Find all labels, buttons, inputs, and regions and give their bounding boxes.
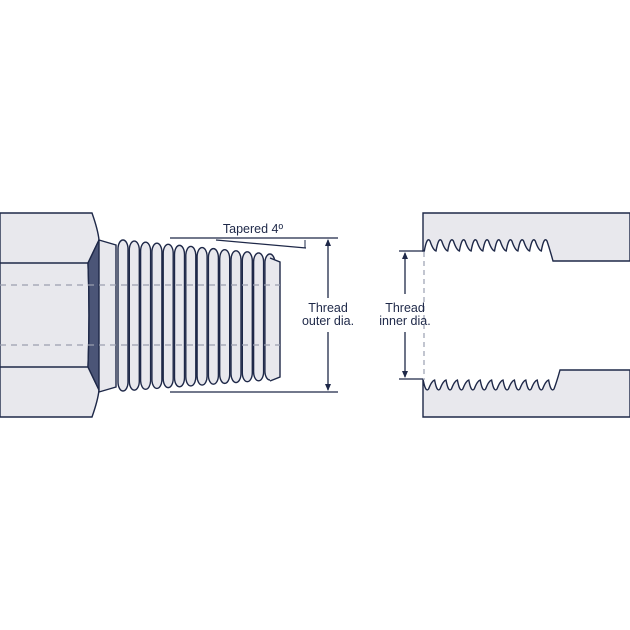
inner-dia-label-2: inner dia.: [379, 314, 430, 328]
thread-ridge: [139, 241, 152, 391]
outer-dia-label-1: Thread: [308, 301, 348, 315]
thread-ridge: [241, 251, 254, 383]
thread-ridge: [252, 252, 265, 382]
thread-ridge: [218, 248, 231, 385]
taper-line: [215, 239, 307, 249]
female-wall-bottom: [422, 369, 630, 418]
arrowhead-down-icon: [402, 371, 408, 378]
taper-label: Tapered 4º: [223, 222, 284, 236]
thread-ridge: [117, 239, 129, 392]
thread-ridge: [128, 240, 141, 391]
thread-tip: [269, 257, 281, 382]
thread-ridge: [196, 246, 208, 386]
inner-dia-label-1: Thread: [385, 301, 425, 315]
male-fitting: [0, 212, 281, 418]
female-fitting: [422, 212, 630, 418]
thread-ridge: [173, 244, 186, 388]
thread-ridge: [151, 242, 163, 390]
female-wall-top: [422, 212, 630, 262]
thread-ridge: [162, 243, 174, 389]
arrowhead-up-icon: [402, 252, 408, 259]
thread-ridge: [185, 245, 197, 387]
thread-ridge: [230, 250, 242, 384]
arrowhead-down-icon: [325, 384, 331, 391]
arrowhead-up-icon: [325, 239, 331, 246]
inner-dimension: [399, 250, 423, 380]
outer-dia-label-2: outer dia.: [302, 314, 354, 328]
outer-dimension: [170, 237, 338, 393]
thread-ridges: [117, 239, 281, 392]
hex-body: [0, 212, 100, 418]
thread-ridge: [207, 247, 220, 385]
neck: [98, 239, 117, 393]
